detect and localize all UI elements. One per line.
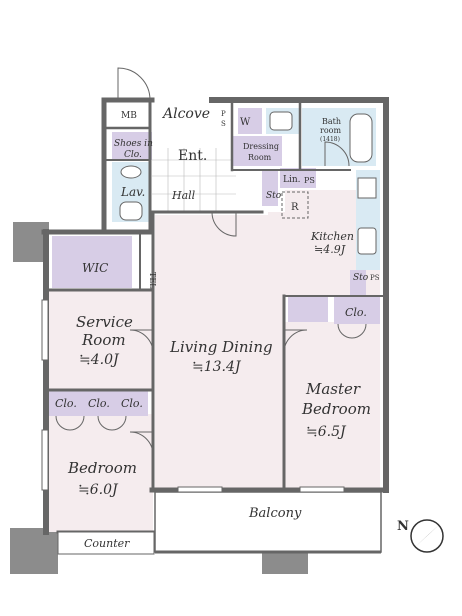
bedroom-label: Bedroom xyxy=(67,459,137,477)
clo-master-label: Clo. xyxy=(345,306,367,319)
entrance-tiles xyxy=(152,148,236,212)
bath-line2: room xyxy=(320,126,341,135)
balcony-label: Balcony xyxy=(248,506,302,521)
master-line1: Master xyxy=(305,380,361,398)
service-room-line2: Room xyxy=(81,331,126,349)
hall-label: Hall xyxy=(171,189,196,202)
dressing-line2: Room xyxy=(248,153,272,162)
service-area: ≒4.0J xyxy=(79,352,120,368)
north-compass-icon: N xyxy=(397,519,444,553)
alcove-label: Alcove xyxy=(161,106,210,122)
ent-label: Ent. xyxy=(178,148,207,164)
living-label: Living Dining xyxy=(169,338,273,356)
north-label: N xyxy=(397,519,409,534)
dressing-line1: Dressing xyxy=(243,142,279,151)
storage-areas xyxy=(48,108,380,416)
counter-label: Counter xyxy=(84,537,130,550)
clo2-label: Clo. xyxy=(88,397,110,410)
r-label: R xyxy=(291,202,299,213)
clo1-label: Clo. xyxy=(55,397,77,410)
labels: Alcove MB W Ent. Lav. Hall Sto Lin. PS R… xyxy=(55,106,380,550)
tel-label: TEL xyxy=(148,272,157,289)
master-line2: Bedroom xyxy=(301,400,371,418)
ps3-label: PS xyxy=(370,274,380,282)
lin-label: Lin. xyxy=(283,175,301,185)
balcony xyxy=(57,491,382,555)
doors xyxy=(55,67,367,456)
kitchen-area: ≒4.9J xyxy=(314,243,346,256)
ps1-label-2: S xyxy=(221,120,226,128)
kitchen-label: Kitchen xyxy=(310,230,354,243)
living-area: ≒13.4J xyxy=(192,359,242,375)
bath-line3: (1418) xyxy=(320,136,340,143)
sto2-label: Sto xyxy=(353,273,369,283)
wic-label: WIC xyxy=(82,261,108,275)
clo3-label: Clo. xyxy=(121,397,143,410)
sto1-label: Sto xyxy=(266,191,282,201)
shoes-line1: Shoes in xyxy=(114,139,153,149)
ps1-label: P xyxy=(221,110,226,118)
bath-line1: Bath xyxy=(322,117,341,126)
fixtures xyxy=(119,111,377,255)
bedroom-area: ≒6.0J xyxy=(78,482,119,498)
master-area: ≒6.5J xyxy=(306,424,347,440)
shoes-line2: Clo. xyxy=(124,150,142,160)
ps2-label: PS xyxy=(304,176,315,185)
service-room-line1: Service xyxy=(76,313,133,331)
windows xyxy=(41,299,345,493)
lav-label: Lav. xyxy=(120,185,145,199)
w-label: W xyxy=(240,117,251,128)
mb-label: MB xyxy=(121,111,137,121)
